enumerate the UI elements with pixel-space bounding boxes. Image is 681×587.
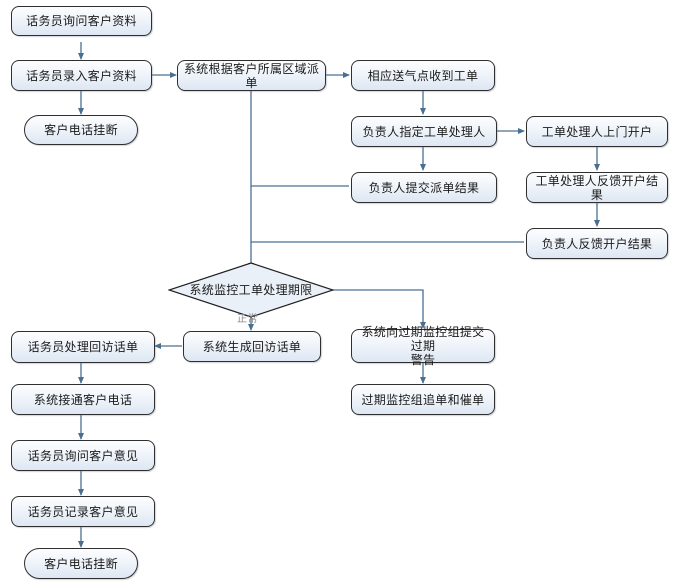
node-label: 工单处理人反馈开户结果 bbox=[535, 173, 659, 202]
node-agent-handles-callback-sheet[interactable]: 话务员处理回访话单 bbox=[11, 331, 155, 363]
edge-label-normal: 正常 bbox=[237, 314, 258, 325]
node-label: 系统向过期监控组提交过期 警告 bbox=[361, 325, 485, 367]
node-label: 话务员询问客户意见 bbox=[27, 448, 139, 463]
node-overdue-team-follows-up[interactable]: 过期监控组追单和催单 bbox=[351, 384, 495, 415]
node-label: 负责人指定工单处理人 bbox=[362, 124, 486, 139]
node-agent-asks-customer-info[interactable]: 话务员询问客户资料 bbox=[11, 6, 152, 36]
node-label: 系统监控工单处理期限 bbox=[189, 283, 313, 297]
node-customer-hangs-up-bottom[interactable]: 客户电话挂断 bbox=[24, 548, 138, 579]
node-supervisor-assigns-handler[interactable]: 负责人指定工单处理人 bbox=[351, 116, 497, 147]
node-label: 系统接通客户电话 bbox=[33, 392, 133, 407]
node-label: 话务员记录客户意见 bbox=[27, 504, 139, 519]
node-label: 相应送气点收到工单 bbox=[367, 68, 479, 83]
node-label: 话务员处理回访话单 bbox=[27, 340, 139, 354]
node-agent-asks-customer-opinion[interactable]: 话务员询问客户意见 bbox=[11, 440, 155, 471]
node-label: 话务员录入客户资料 bbox=[26, 68, 137, 83]
node-label: 负责人提交派单结果 bbox=[368, 180, 480, 195]
node-label: 话务员询问客户资料 bbox=[26, 14, 137, 28]
node-agent-enters-customer-info[interactable]: 话务员录入客户资料 bbox=[11, 60, 152, 91]
node-label: 工单处理人上门开户 bbox=[541, 124, 653, 139]
node-label: 过期监控组追单和催单 bbox=[361, 392, 485, 407]
node-label: 系统生成回访话单 bbox=[202, 339, 302, 354]
node-label: 负责人反馈开户结果 bbox=[541, 236, 653, 251]
node-agent-records-customer-opinion[interactable]: 话务员记录客户意见 bbox=[11, 496, 155, 527]
node-handler-reports-account-result[interactable]: 工单处理人反馈开户结果 bbox=[526, 172, 668, 203]
node-system-monitors-order-deadline[interactable]: 系统监控工单处理期限 bbox=[168, 262, 334, 318]
node-supervisor-reports-account-result[interactable]: 负责人反馈开户结果 bbox=[526, 228, 668, 259]
node-system-sends-overdue-warning[interactable]: 系统向过期监控组提交过期 警告 bbox=[351, 325, 495, 367]
node-system-dispatch-by-region[interactable]: 系统根据客户所属区域派单 bbox=[177, 60, 326, 91]
node-supervisor-submits-dispatch-result[interactable]: 负责人提交派单结果 bbox=[351, 172, 497, 203]
node-customer-hangs-up-top[interactable]: 客户电话挂断 bbox=[24, 115, 138, 145]
node-label: 系统根据客户所属区域派单 bbox=[183, 61, 320, 90]
node-handler-visits-to-open-account[interactable]: 工单处理人上门开户 bbox=[526, 116, 668, 147]
node-gas-station-receives-order[interactable]: 相应送气点收到工单 bbox=[351, 60, 495, 91]
node-system-connects-customer-call[interactable]: 系统接通客户电话 bbox=[11, 384, 155, 415]
node-label: 客户电话挂断 bbox=[44, 123, 118, 137]
node-label: 客户电话挂断 bbox=[44, 556, 118, 571]
edge-diamond-n13 bbox=[325, 289, 426, 329]
node-system-generates-callback-sheet[interactable]: 系统生成回访话单 bbox=[183, 331, 321, 362]
